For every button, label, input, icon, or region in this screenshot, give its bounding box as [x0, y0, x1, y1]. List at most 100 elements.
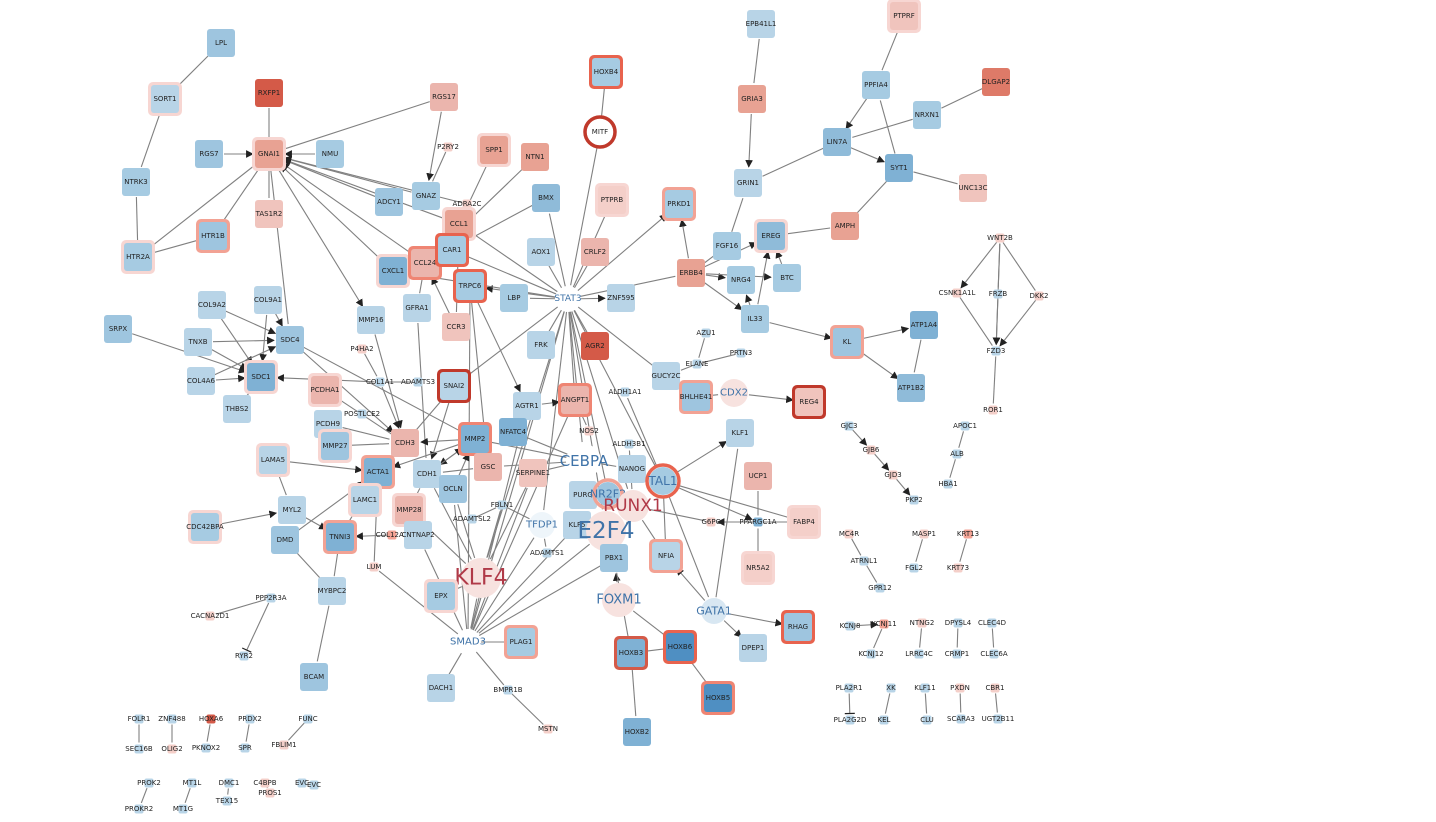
node-lpl[interactable]: LPL [207, 29, 235, 57]
node-fbln1[interactable]: FBLN1 [491, 500, 513, 510]
node-gnaz[interactable]: GNAZ [412, 182, 440, 210]
node-nmu[interactable]: NMU [316, 140, 344, 168]
node-dpysl4[interactable]: DPYSL4 [945, 618, 972, 628]
node-nr2f2[interactable]: NR2F2 [590, 478, 626, 510]
node-pros1[interactable]: PROS1 [258, 788, 282, 798]
node-znf595[interactable]: ZNF595 [607, 284, 635, 312]
node-znf488[interactable]: ZNF488 [158, 714, 186, 724]
node-fgf16[interactable]: FGF16 [713, 232, 741, 260]
node-dpep1[interactable]: DPEP1 [739, 634, 767, 662]
node-serpine1[interactable]: SERPINE1 [516, 459, 550, 487]
node-wnt2b[interactable]: WNT2B [987, 233, 1013, 243]
node-bcam[interactable]: BCAM [300, 663, 328, 691]
node-spp1[interactable]: SPP1 [477, 133, 511, 167]
node-xk[interactable]: XK [886, 683, 896, 693]
node-cdh3[interactable]: CDH3 [391, 429, 419, 457]
node-pkp2[interactable]: PKP2 [905, 495, 923, 505]
node-spr[interactable]: SPR [238, 743, 252, 753]
node-gsc[interactable]: GSC [474, 453, 502, 481]
node-runx1[interactable]: RUNX1 [603, 490, 663, 522]
node-ucp1[interactable]: UCP1 [744, 462, 772, 490]
node-sdc1[interactable]: SDC1 [244, 360, 278, 394]
node-col9a2[interactable]: COL9A2 [198, 291, 226, 319]
node-dach1[interactable]: DACH1 [427, 674, 455, 702]
node-dkk2[interactable]: DKK2 [1029, 291, 1049, 301]
node-mmp2[interactable]: MMP2 [458, 422, 492, 456]
node-tnxb[interactable]: TNXB [184, 328, 212, 356]
node-atp1a4[interactable]: ATP1A4 [910, 311, 938, 339]
node-crmp1[interactable]: CRMP1 [945, 649, 969, 659]
node-adamtsl2[interactable]: ADAMTSL2 [453, 514, 491, 524]
node-kcnj12[interactable]: KCNJ12 [858, 649, 884, 659]
node-smad3[interactable]: SMAD3 [450, 630, 486, 654]
node-dmc1[interactable]: DMC1 [219, 778, 240, 788]
node-agr2[interactable]: AGR2 [581, 332, 609, 360]
node-gfra1[interactable]: GFRA1 [403, 294, 431, 322]
node-gucy2c[interactable]: GUCY2C [652, 362, 681, 390]
node-il33[interactable]: IL33 [741, 305, 769, 333]
node-lin7a[interactable]: LIN7A [823, 128, 851, 156]
node-klf4[interactable]: KLF4 [454, 558, 508, 598]
node-atp1b2[interactable]: ATP1B2 [897, 374, 925, 402]
node-clec6a[interactable]: CLEC6A [980, 649, 1008, 659]
node-mitf[interactable]: MITF [583, 115, 617, 149]
node-lamc1[interactable]: LAMC1 [348, 483, 382, 517]
node-cacna2d1[interactable]: CACNA2D1 [191, 611, 230, 621]
node-aox1[interactable]: AOX1 [527, 238, 555, 266]
node-c4bpb[interactable]: C4BPB [253, 778, 277, 788]
node-pla2g2d[interactable]: PLA2G2D [834, 715, 867, 725]
node-ptprb[interactable]: PTPRB [595, 183, 629, 217]
node-hoxb5[interactable]: HOXB5 [701, 681, 735, 715]
node-evc[interactable]: EVC [295, 778, 309, 788]
node-tal1[interactable]: TAL1 [645, 463, 681, 499]
node-frk[interactable]: FRK [527, 331, 555, 359]
node-gjc3[interactable]: GJC3 [841, 421, 858, 431]
node-hoxa6[interactable]: HOXA6 [199, 714, 224, 724]
node-lbp[interactable]: LBP [500, 284, 528, 312]
node-gjb6[interactable]: GJB6 [863, 445, 880, 455]
node-hoxb3[interactable]: HOXB3 [614, 636, 648, 670]
node-hba1[interactable]: HBA1 [938, 479, 958, 489]
node-mybpc2[interactable]: MYBPC2 [318, 577, 347, 605]
node-kel[interactable]: KEL [878, 715, 891, 725]
node-acta1[interactable]: ACTA1 [361, 455, 395, 489]
node-purg[interactable]: PURG [569, 481, 597, 509]
node-fabp4[interactable]: FABP4 [787, 505, 821, 539]
node-hoxb4[interactable]: HOXB4 [589, 55, 623, 89]
node-dlgap2[interactable]: DLGAP2 [982, 68, 1010, 96]
node-rxfp1[interactable]: RXFP1 [255, 79, 283, 107]
node-col9a1[interactable]: COL9A1 [254, 286, 282, 314]
node-adra2c[interactable]: ADRA2C [453, 199, 482, 209]
node-aldh3b1[interactable]: ALDH3B1 [612, 439, 646, 449]
node-klf5[interactable]: KLF5 [563, 511, 591, 539]
node-clu[interactable]: CLU [920, 715, 934, 725]
node-mmp16[interactable]: MMP16 [357, 306, 385, 334]
node-ugt2b11[interactable]: UGT2B11 [982, 714, 1015, 724]
node-ereg[interactable]: EREG [754, 219, 788, 253]
node-cdc42bpa[interactable]: CDC42BPA [186, 510, 224, 544]
node-thbs2[interactable]: THBS2 [223, 395, 251, 423]
node-ccl1[interactable]: CCL1 [442, 207, 476, 241]
node-htr2a[interactable]: HTR2A [121, 240, 155, 274]
node-rgs7[interactable]: RGS7 [195, 140, 223, 168]
node-folr1[interactable]: FOLR1 [128, 714, 151, 724]
node-p2ry2[interactable]: P2RY2 [437, 142, 459, 152]
node-cebpa[interactable]: CEBPA [560, 444, 609, 478]
node-reg4[interactable]: REG4 [792, 385, 826, 419]
node-nfatc4[interactable]: NFATC4 [499, 418, 527, 446]
node-klf1[interactable]: KLF1 [726, 419, 754, 447]
node-kcnj11[interactable]: KCNJ11 [871, 619, 897, 629]
node-cxcl1[interactable]: CXCL1 [376, 254, 410, 288]
node-stat3[interactable]: STAT3 [554, 287, 582, 311]
node-ryr2[interactable]: RYR2 [235, 651, 253, 661]
node-plag1[interactable]: PLAG1 [504, 625, 538, 659]
node-prdx2[interactable]: PRDX2 [238, 714, 262, 724]
node-bmpr1b[interactable]: BMPR1B [493, 685, 523, 695]
node-frzb[interactable]: FRZB [989, 289, 1008, 299]
node-fgl2[interactable]: FGL2 [905, 563, 923, 573]
node-nrg4[interactable]: NRG4 [727, 266, 755, 294]
node-agtr1[interactable]: AGTR1 [513, 392, 541, 420]
node-unc13c[interactable]: UNC13C [958, 174, 988, 202]
node-dmd[interactable]: DMD [271, 526, 299, 554]
node-nos2[interactable]: NOS2 [579, 426, 599, 436]
